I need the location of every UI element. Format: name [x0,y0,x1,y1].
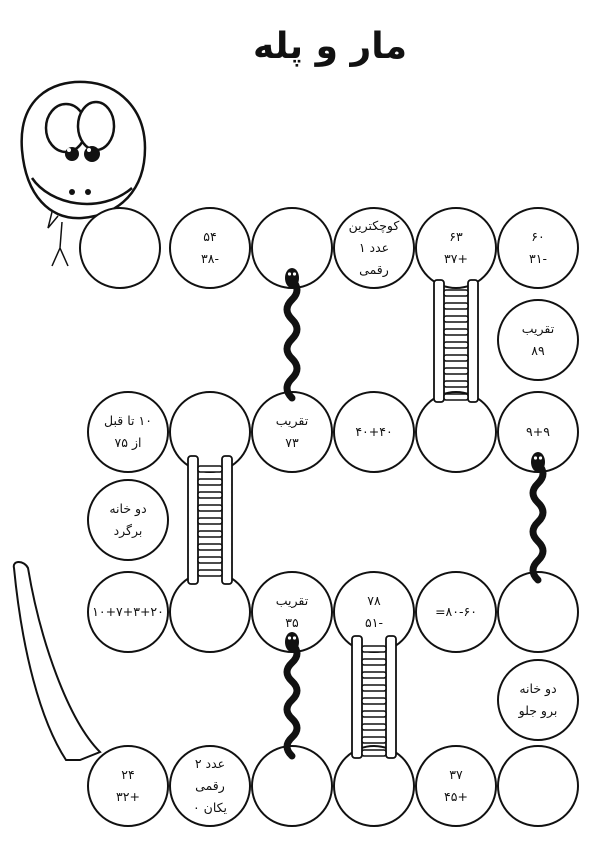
board-cell: ۳۷ +۴۵ [415,745,497,827]
ladder-rail [467,279,479,403]
snake-body [283,276,301,402]
cell-text: تقریب ۷۳ [275,413,309,450]
snake-head [285,632,299,652]
ladder [187,455,233,585]
board-cell: ۴۰+۴۰ [333,391,415,473]
snake-head [531,452,545,472]
ladder-rail [221,455,233,585]
ladder-rung [197,530,223,538]
ladder-rung [443,380,469,388]
board-cell: ۶۳ +۳۷ [415,207,497,289]
board-cell: عدد ۲ رقمی یکان ۰ [169,745,251,827]
board-cell [169,391,251,473]
ladder-rung [361,658,387,666]
ladder-rung [197,556,223,564]
cell-text: ۳۷ +۴۵ [444,767,468,804]
snake-eye [292,636,297,640]
board-cell: ۸۰-۶۰= [415,571,497,653]
ladder-rung [361,697,387,705]
ladder-rung [361,671,387,679]
ladder [351,635,397,759]
cell-text: دو خانه برو جلو [518,681,558,718]
board-cell: ۶۰ -۳۱ [497,207,579,289]
cell-text: ۵۴ -۳۸ [201,229,219,266]
ladder-rail [385,635,397,759]
ladder-rung [197,465,223,473]
board-cell [169,571,251,653]
board-cell: ۱۰ تا قبل از ۷۵ [87,391,169,473]
ladder-rung [197,504,223,512]
ladder [433,279,479,403]
snake-head [285,268,299,288]
snake-eye [287,636,292,640]
ladder-rung [443,302,469,310]
ladder-rung [443,393,469,401]
board-cell: دو خانه برگرد [87,479,169,561]
snake-eye [538,456,543,460]
ladder-rung [197,569,223,577]
snake-body [529,460,547,584]
board-cell: تقریب ۷۳ [251,391,333,473]
board-cell [79,207,161,289]
ladder-rung [443,367,469,375]
snake-tail [12,561,102,761]
board-cell [497,745,579,827]
ladder-rung [197,478,223,486]
page-title: مار و پله [252,26,408,67]
ladder-rung [361,736,387,744]
cell-text: تقریب ۳۵ [275,593,309,630]
snake-eye [287,272,292,276]
board-cell [497,571,579,653]
cell-text: تقریب ۸۹ [521,321,555,358]
cell-text: ۸۰-۶۰= [435,604,477,620]
ladder-rung [361,749,387,757]
board-cell: کوچکترین عدد ۱ رقمی [333,207,415,289]
board-cell: تقریب ۸۹ [497,299,579,381]
snake [529,452,547,584]
ladder-rail [351,635,363,759]
cell-text: ۱۰+۷+۳+۲۰ [92,604,164,620]
board-cell [415,391,497,473]
cell-text: ۱۰ تا قبل از ۷۵ [104,413,152,450]
board-cell: دو خانه برو جلو [497,659,579,741]
cell-text: ۶۰ -۳۱ [529,229,547,266]
cell-text: دو خانه برگرد [109,501,147,538]
snake [283,632,301,760]
snake-body [283,640,301,760]
cell-text: کوچکترین عدد ۱ رقمی [348,218,400,277]
ladder-rung [361,723,387,731]
snake [283,268,301,402]
ladder-rung [197,491,223,499]
cell-text: ۷۸ -۵۱ [365,593,383,630]
ladder-rung [443,328,469,336]
board-cell [333,745,415,827]
cell-text: ۲۴ +۳۲ [116,767,140,804]
cell-text: ۹+۹ [526,424,550,440]
ladder-rung [197,543,223,551]
ladder-rung [197,517,223,525]
ladder-rung [443,289,469,297]
ladder-rung [361,645,387,653]
snake-eye [533,456,538,460]
ladder-rung [443,315,469,323]
board-cell: ۱۰+۷+۳+۲۰ [87,571,169,653]
cell-text: ۴۰+۴۰ [355,424,393,440]
snake-eye [292,272,297,276]
ladder-rung [361,684,387,692]
ladder-rung [443,354,469,362]
ladder-rung [361,710,387,718]
board-cell: ۵۴ -۳۸ [169,207,251,289]
cell-text: عدد ۲ رقمی یکان ۰ [192,756,228,815]
ladder-rail [187,455,199,585]
board-cell: ۲۴ +۳۲ [87,745,169,827]
ladder-rung [443,341,469,349]
ladder-rail [433,279,445,403]
cell-text: ۶۳ +۳۷ [444,229,468,266]
